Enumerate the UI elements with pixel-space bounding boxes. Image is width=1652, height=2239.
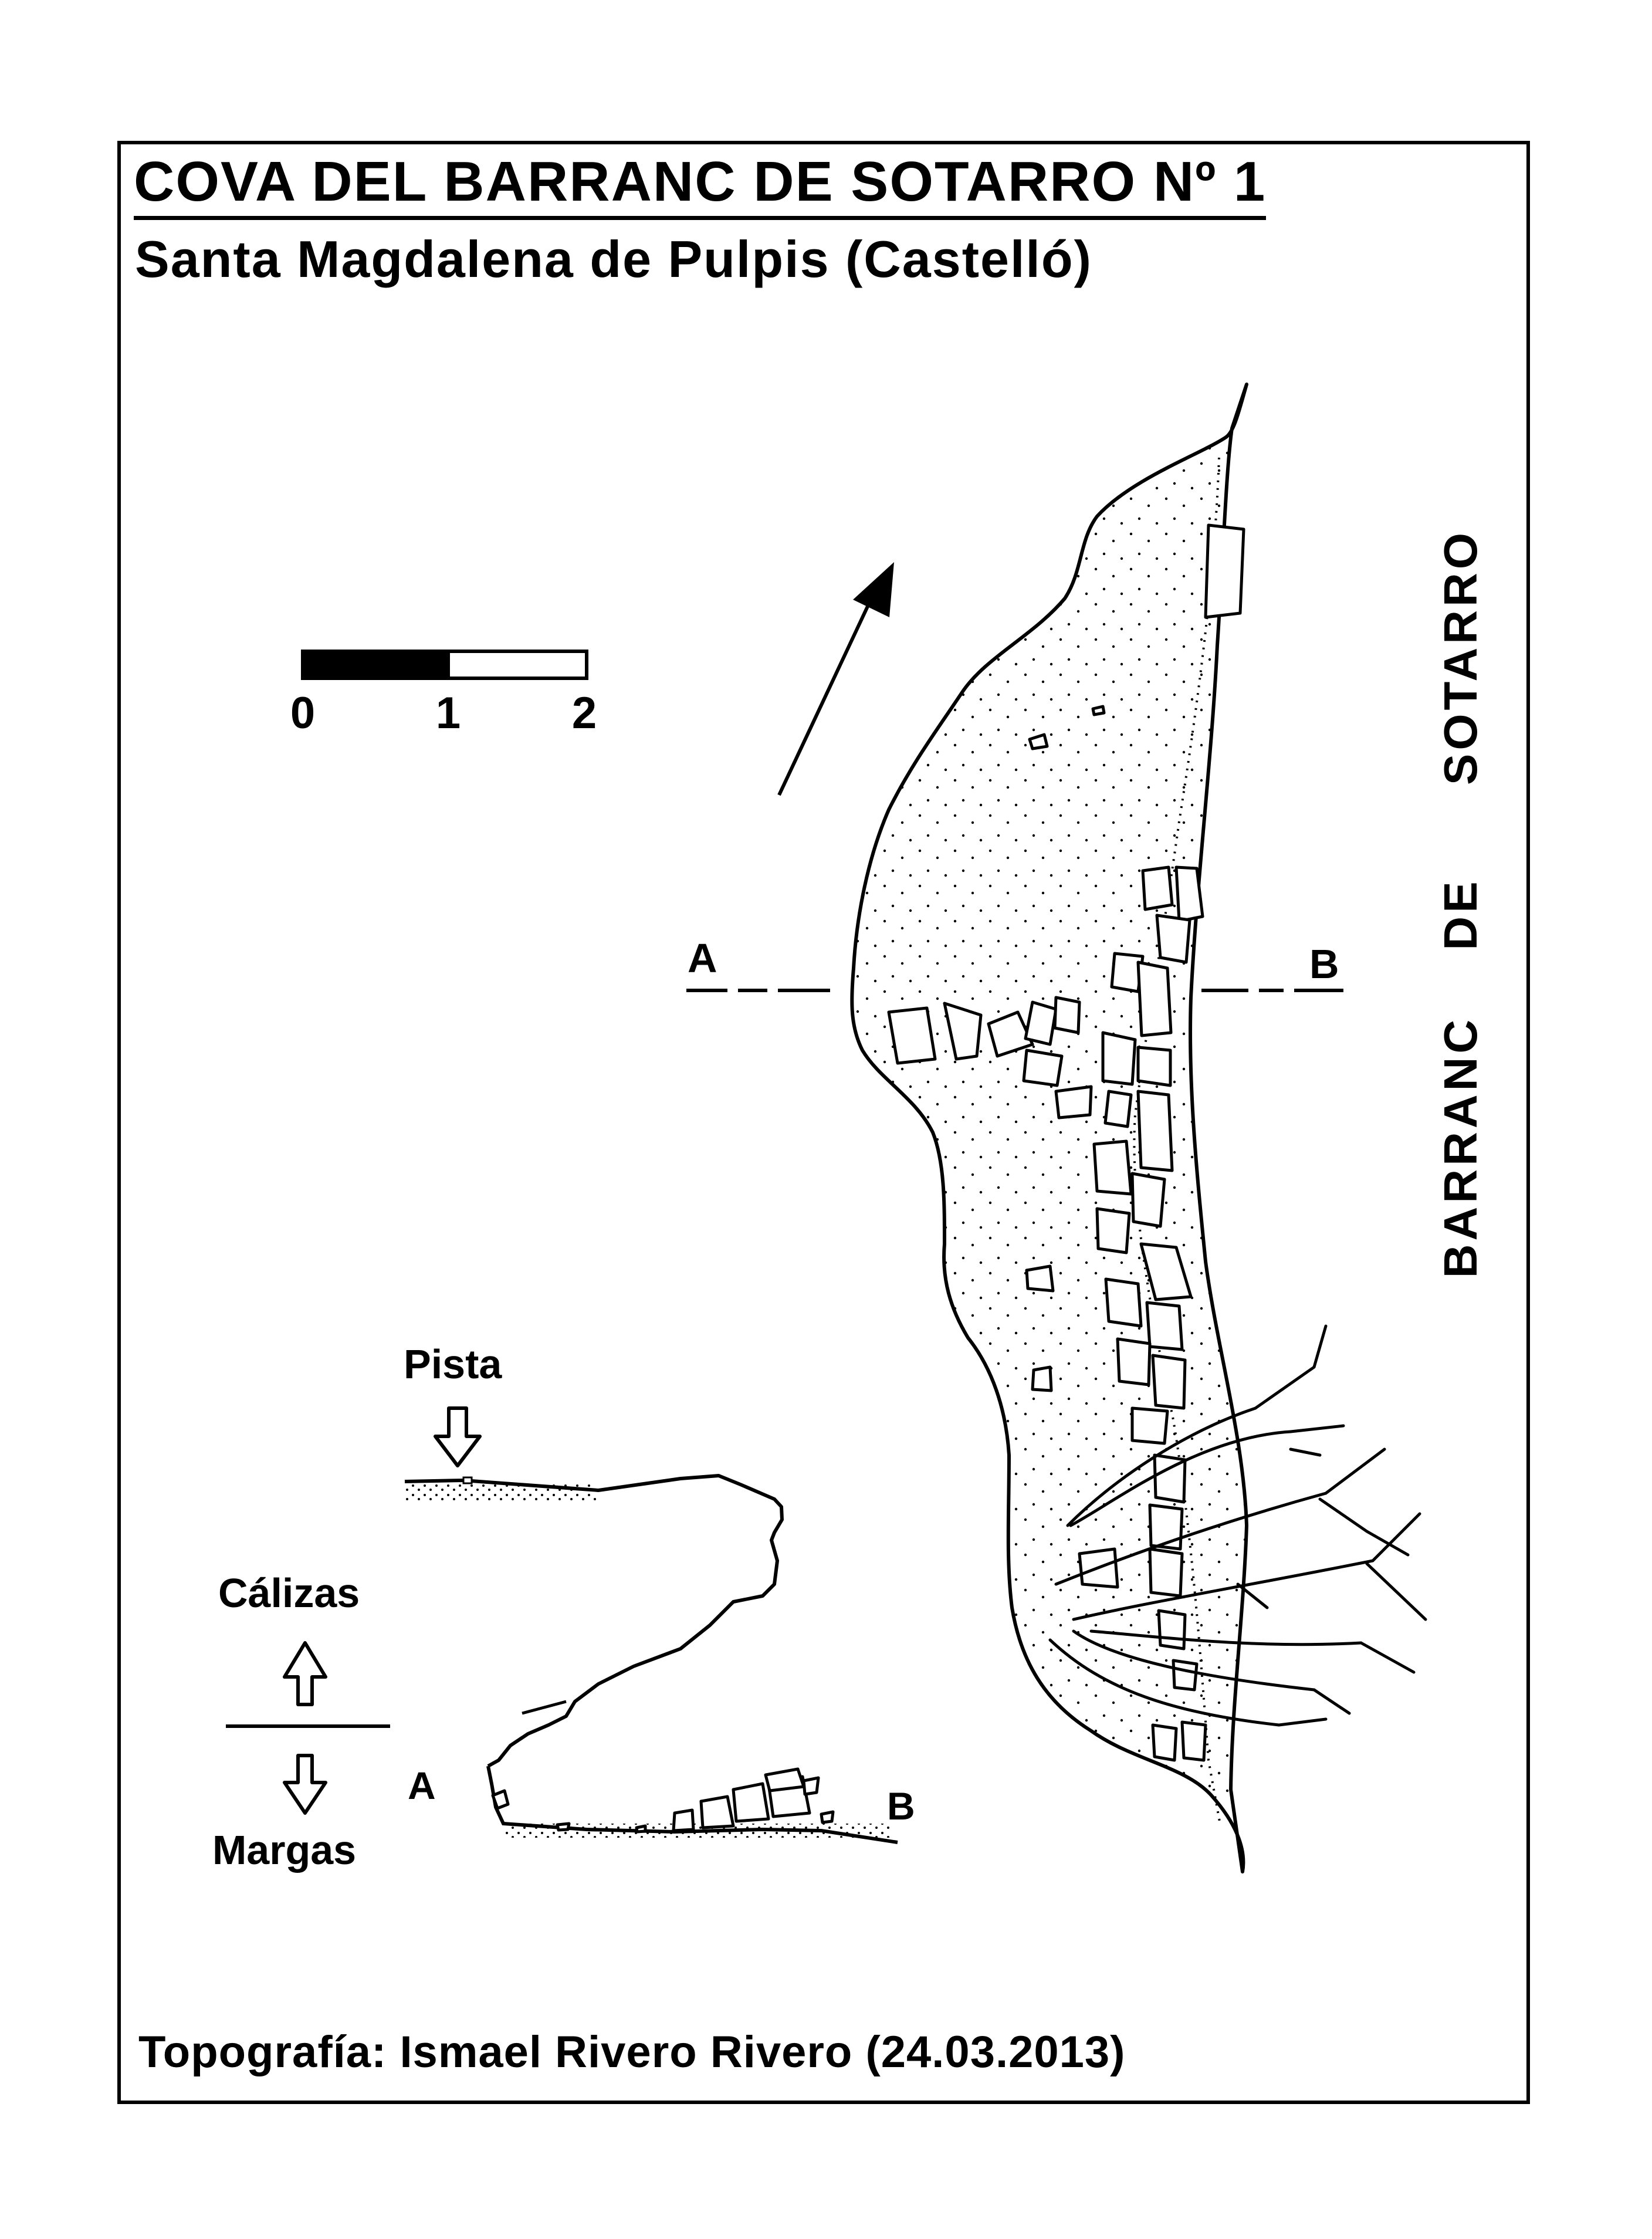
cave-outline (850, 383, 1248, 1873)
north-arrow-icon (777, 562, 894, 796)
track-label: Pista (404, 1341, 502, 1387)
section-end-b: B (887, 1784, 915, 1828)
scale-tick-0: 0 (290, 688, 316, 738)
map-frame (117, 141, 1530, 2104)
section-label-a-plan: A (688, 935, 717, 981)
marl-label: Margas (212, 1827, 357, 1873)
survey-credit: Topografía: Ismael Rivero Rivero (24.03.… (138, 2027, 1126, 2077)
scale-tick-1: 1 (435, 688, 461, 738)
map-title: COVA DEL BARRANC DE SOTARRO Nº 1 (134, 154, 1267, 220)
ravine-label-word-1: BARRANC (1434, 1016, 1487, 1279)
up-arrow-icon (283, 1641, 327, 1706)
down-arrow-icon (434, 1406, 482, 1467)
cave-plan (686, 383, 1427, 1873)
section-end-a: A (408, 1764, 436, 1807)
limestone-label: Cálizas (218, 1570, 360, 1616)
ravine-label-word-3: SOTARRO (1434, 529, 1487, 786)
section-label-b-plan: B (1309, 941, 1339, 987)
scale-tick-2: 2 (571, 688, 597, 738)
ravine-label: BARRANC DE SOTARRO (1431, 529, 1490, 1278)
ravine-label-word-2: DE (1434, 878, 1487, 951)
map-subtitle: Santa Magdalena de Pulpis (Castelló) (135, 230, 1092, 288)
cross-section (226, 1406, 898, 1844)
down-arrow-icon (283, 1754, 327, 1815)
scale-bar (301, 650, 588, 680)
